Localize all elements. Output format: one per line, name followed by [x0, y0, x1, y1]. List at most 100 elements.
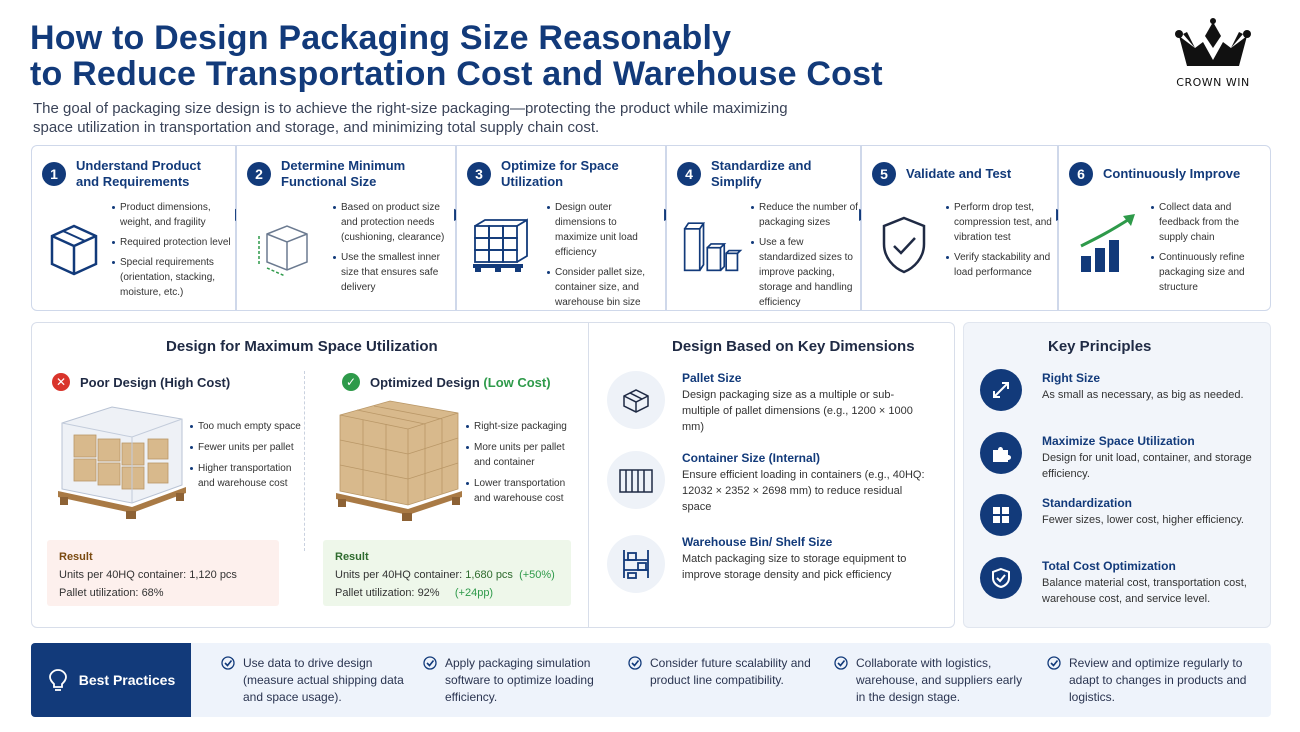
poor-design-heading: ✕ Poor Design (High Cost) [52, 373, 230, 391]
optimized-units-row: Units per 40HQ container: 1,680 pcs (+50… [335, 569, 555, 581]
grid-icon [993, 507, 1009, 523]
shield-check-icon [882, 216, 926, 274]
optimized-units-delta: (+50%) [519, 569, 555, 581]
key-principles-panel: Key Principles Right Size As small as ne… [963, 322, 1271, 628]
resize-icon [993, 382, 1009, 398]
title-line-1: How to Design Packaging Size Reasonably [30, 19, 732, 57]
poor-pallet-image [58, 406, 186, 519]
optimized-item: Lower transportation and warehouse cost [466, 476, 578, 506]
key-dim-text: Design packaging size as a multiple or s… [682, 389, 913, 433]
container-icon [619, 469, 653, 493]
step-item: Verify stackability and load performance [946, 250, 1056, 280]
principle-title: Total Cost Optimization [1042, 559, 1176, 573]
key-dim-title: Pallet Size [682, 371, 742, 385]
dimension-box-icon [258, 225, 308, 277]
best-practice-item: Collaborate with logistics, warehouse, a… [834, 655, 1024, 706]
poor-result-box: Result Units per 40HQ container: 1,120 p… [47, 540, 279, 606]
shelf-icon [623, 550, 649, 579]
key-dim-shelf: Warehouse Bin/ Shelf Size Match packagin… [607, 535, 937, 615]
step-title: Determine Minimum Functional Size [281, 158, 406, 189]
best-practice-item: Review and optimize regularly to adapt t… [1047, 655, 1247, 706]
principle-text: As small as necessary, as big as needed. [1042, 389, 1244, 401]
step-item: Use a few standardized sizes to improve … [751, 235, 859, 310]
step-title: Continuously Improve [1103, 166, 1241, 181]
step-item: Use the smallest inner size that ensures… [333, 250, 453, 295]
optimized-pallet-delta: (+24pp) [454, 587, 494, 599]
logo-text: CROWN WIN [1176, 76, 1250, 89]
principle-total-cost: Total Cost Optimization Balance material… [980, 557, 1270, 615]
step-item: Reduce the number of packaging sizes [751, 200, 859, 230]
pallet-icon [623, 389, 649, 413]
key-dim-pallet: Pallet Size Design packaging size as a m… [607, 371, 937, 451]
key-dimensions-panel: Design Based on Key Dimensions Pallet Si… [589, 322, 955, 628]
puzzle-icon [993, 447, 1011, 462]
step-title: Understand Product and Requirements [76, 158, 201, 189]
optimized-pallet-value: 92% [417, 587, 440, 599]
step-number: 5 [872, 162, 896, 186]
step-number: 3 [467, 162, 491, 186]
principle-title: Maximize Space Utilization [1042, 434, 1195, 448]
growth-chart-icon [1080, 214, 1135, 272]
optimized-pallet-row: Pallet utilization: 92% (+24pp) [335, 587, 494, 599]
check-circle-icon: ✓ [342, 373, 360, 391]
poor-item: Fewer units per pallet [190, 440, 302, 455]
poor-item: Higher transportation and warehouse cost [190, 461, 302, 491]
check-icon [221, 656, 235, 670]
check-icon [423, 656, 437, 670]
crown-icon [1175, 18, 1251, 66]
check-icon [834, 656, 848, 670]
principle-standardization: Standardization Fewer sizes, lower cost,… [980, 494, 1270, 552]
optimized-units-value: 1,680 pcs [465, 569, 513, 581]
x-circle-icon: ✕ [52, 373, 70, 391]
step-title: Validate and Test [906, 166, 1012, 181]
principle-text: Fewer sizes, lower cost, higher efficien… [1042, 514, 1244, 526]
step-number: 6 [1069, 162, 1093, 186]
result-title: Result [335, 551, 369, 563]
page-subtitle: The goal of packaging size design is to … [33, 100, 788, 136]
principle-text: Design for unit load, container, and sto… [1042, 452, 1252, 480]
box-icon [50, 224, 98, 276]
pallet-stack-icon [473, 218, 528, 272]
best-practice-item: Consider future scalability and product … [628, 655, 818, 689]
step-title: Optimize for Space Utilization [501, 158, 619, 189]
panel-title: Key Principles [1048, 338, 1152, 355]
step-card-6: 6 Continuously Improve Collect data and f… [1058, 145, 1271, 311]
step-title: Standardize and Simplify [711, 158, 812, 189]
best-practice-item: Apply packaging simulation software to o… [423, 655, 613, 706]
principle-text: Balance material cost, transportation co… [1042, 577, 1247, 605]
step-item: Based on product size and protection nee… [333, 200, 453, 245]
poor-units-value: 1,120 pcs [189, 569, 237, 581]
principle-title: Right Size [1042, 371, 1101, 385]
optimized-design-heading: ✓ Optimized Design (Low Cost) [342, 373, 551, 391]
optimized-result-box: Result Units per 40HQ container: 1,680 p… [323, 540, 571, 606]
best-practice-item: Use data to drive design (measure actual… [221, 655, 411, 706]
lightbulb-icon [48, 669, 67, 691]
poor-units-row: Units per 40HQ container: 1,120 pcs [59, 569, 237, 581]
step-item: Design outer dimensions to maximize unit… [547, 200, 659, 260]
poor-item: Too much empty space [190, 419, 302, 434]
step-item: Consider pallet size, container size, an… [547, 265, 659, 310]
step-item: Continuously refine packaging size and s… [1151, 250, 1266, 295]
step-card-3: 3 Optimize for Space Utilization Design o… [456, 145, 666, 311]
key-dim-title: Warehouse Bin/ Shelf Size [682, 535, 833, 549]
check-icon [628, 656, 642, 670]
panel-title: Design Based on Key Dimensions [672, 338, 915, 355]
standard-boxes-icon [683, 222, 743, 272]
step-item: Special requirements (orientation, stack… [112, 255, 232, 300]
key-dim-text: Ensure efficient loading in containers (… [682, 469, 925, 513]
title-line-2: to Reduce Transportation Cost and Wareho… [30, 55, 883, 93]
key-dim-container: Container Size (Internal) Ensure efficie… [607, 451, 937, 531]
crown-win-logo: CROWN WIN [1168, 18, 1258, 93]
step-item: Required protection level [112, 235, 232, 250]
optimized-item: Right-size packaging [466, 419, 578, 434]
key-dim-title: Container Size (Internal) [682, 451, 821, 465]
page-title: How to Design Packaging Size Reasonably … [30, 20, 1030, 92]
panel-title: Design for Maximum Space Utilization [166, 338, 438, 355]
step-item: Product dimensions, weight, and fragilit… [112, 200, 232, 230]
divider [304, 371, 305, 551]
step-item: Collect data and feedback from the suppl… [1151, 200, 1266, 245]
shield-check-icon [992, 567, 1010, 589]
